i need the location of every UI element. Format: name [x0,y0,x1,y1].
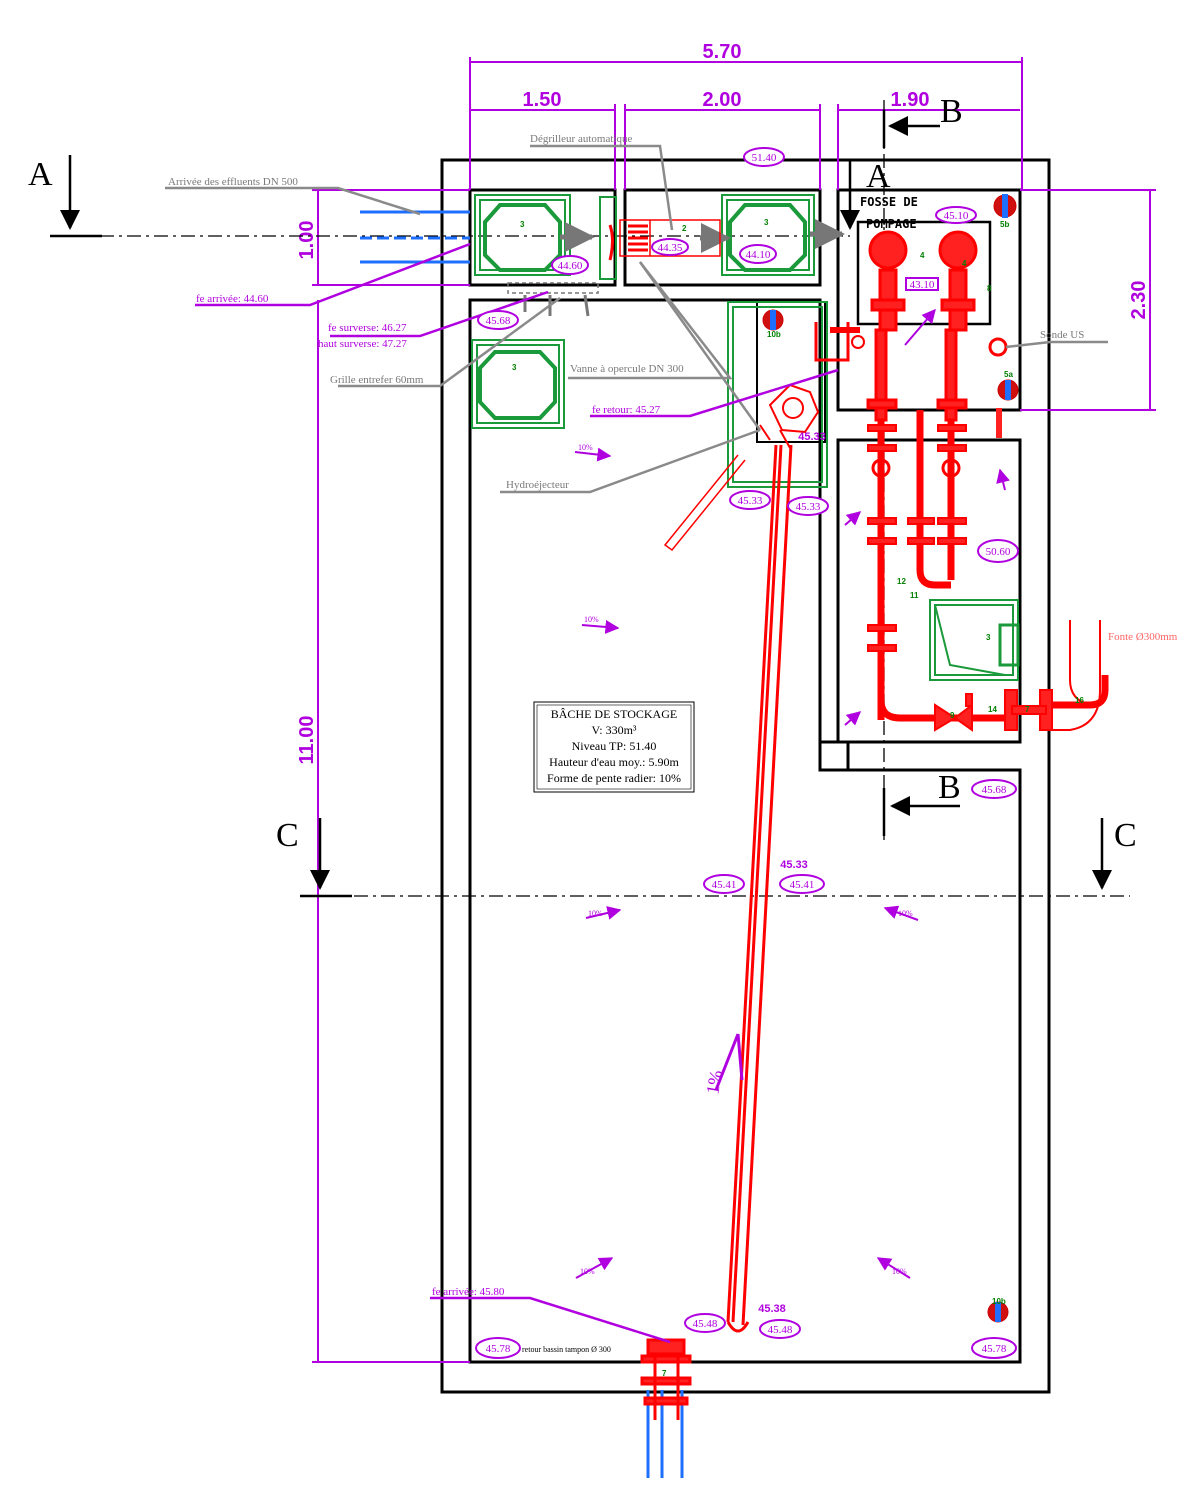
level-1: 51.40 [752,152,777,164]
tag-11: 11 [910,591,919,600]
slope-4: 10% [898,909,913,918]
label-fe-retour: fe retour: 45.27 [592,404,661,416]
level-19: 45.78 [982,1343,1007,1355]
tag-4a: 4 [920,251,925,260]
label-haut-surverse: haut surverse: 47.27 [318,338,407,350]
tag-5b: 5b [1000,220,1009,229]
section-a-left: A [28,156,53,193]
tag-2: 2 [682,224,687,233]
section-c-left: C [276,817,299,854]
level-8: 45.33 [738,495,763,507]
inlet-pipes [360,210,684,1478]
grey-leaders [165,144,1108,494]
level-4: 45.10 [944,210,969,222]
section-arrows [50,110,1112,898]
dim-total-width: 5.70 [703,41,742,63]
tag-3b: 3 [764,218,769,227]
dim-height-pump: 2.30 [1128,281,1150,320]
storage-niveau: Niveau TP: 51.40 [572,739,657,753]
label-arrivee-effluents: Arrivée des effluents DN 500 [168,176,298,188]
tag-7b: 7 [662,1369,667,1378]
tag-3d: 3 [986,633,991,642]
level-5: 44.60 [558,260,583,272]
section-b-top: B [940,93,963,130]
bottom-outlet [640,1338,692,1420]
return-pipe [726,444,793,1333]
dim-width-3: 1.90 [891,89,930,111]
tag-10: 10b [767,330,781,339]
level-9: 45.33 [796,501,821,513]
level-3: 44.10 [746,249,771,261]
slope-2: 10% [584,615,599,624]
storage-volume: V: 330m³ [591,723,636,737]
label-vanne: Vanne à opercule DN 300 [570,363,684,375]
tag-3a: 3 [520,220,525,229]
level-markers [475,147,1019,1359]
level-6: 45.68 [486,315,511,327]
sensors [762,194,1019,1323]
slope-3: 10% [588,909,603,918]
slope-5: 10% [580,1267,595,1276]
level-16: 45.48 [693,1318,718,1330]
slope-1: 10% [578,443,593,452]
tag-12: 12 [897,577,906,586]
label-fe-arrivee-bottom: fe arrivée: 45.80 [432,1286,505,1298]
storage-title: BÂCHE DE STOCKAGE [551,707,677,721]
purple-leaders [195,242,839,1344]
level-2: 44.35 [658,242,683,254]
level-18: 45.78 [486,1343,511,1355]
level-20: 45.38 [758,1303,786,1315]
level-10: 45.33 [798,431,826,443]
label-degrilleur: Dégrilleur automatique [530,133,632,145]
tag-9: 9 [950,711,955,720]
slope-6: 10% [892,1267,907,1276]
tag-14: 14 [988,705,997,714]
tag-8: 8 [987,284,992,293]
section-a-right: A [866,158,891,195]
level-7: 43.10 [910,279,935,291]
storage-info-box: BÂCHE DE STOCKAGE V: 330m³ Niveau TP: 51… [533,701,695,793]
tag-3c: 3 [512,363,517,372]
storage-hauteur: Hauteur d'eau moy.: 5.90m [549,755,679,769]
flow-arrows [560,219,845,253]
label-fosse-1: FOSSE DE [860,195,918,209]
level-11: 50.60 [986,546,1011,558]
slope-7: 1% [702,1069,726,1096]
dimension-lines [312,57,1156,1363]
tag-4b: 4 [962,259,967,268]
level-14: 45.41 [790,879,815,891]
label-grille: Grille entrefer 60mm [330,374,424,386]
label-fonte: Fonte Ø300mm [1108,631,1178,643]
tag-7: 7 [1025,705,1030,714]
dim-height-top: 1.00 [296,221,318,260]
label-retour-bassin: retour bassin tampon Ø 300 [522,1345,611,1354]
fonte-pipe [1052,620,1101,731]
storage-pente: Forme de pente radier: 10% [547,771,681,785]
label-fosse-2: POMPAGE [866,217,917,231]
label-fe-arrivee: fe arrivée: 44.60 [196,293,269,305]
section-c-right: C [1114,817,1137,854]
tag-10c: 10b [992,1297,1006,1306]
dim-width-2: 2.00 [703,89,742,111]
tag-16: 16 [1075,696,1084,705]
slope-arrows [574,308,1010,1279]
dim-height-total: 11.00 [296,716,318,765]
pipe-fittings [867,424,1053,732]
label-hydroejecteur: Hydroéjecteur [506,479,569,491]
dim-width-1: 1.50 [523,89,562,111]
tag-5a: 5a [1004,370,1013,379]
label-sonde: Sonde US [1040,329,1084,341]
label-fe-surverse: fe surverse: 46.27 [328,322,407,334]
level-17: 45.48 [768,1324,793,1336]
level-12: 45.68 [982,784,1007,796]
pumps [866,230,978,422]
level-15: 45.33 [780,859,808,871]
hydroejecteur-unit [663,322,865,552]
level-13: 45.41 [712,879,737,891]
section-b-bottom: B [938,769,961,806]
